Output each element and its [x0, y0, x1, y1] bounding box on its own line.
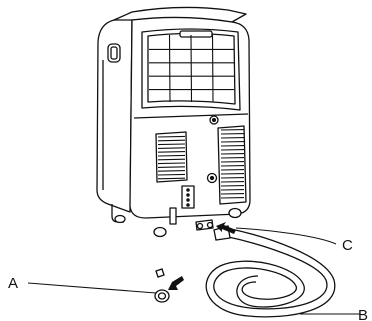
left-filter-slat [158, 155, 185, 156]
plug-removal-arrow [168, 276, 184, 290]
leader-c [236, 228, 336, 244]
connector-dot [187, 199, 189, 201]
leader-a [28, 283, 156, 293]
ac-unit [97, 7, 250, 236]
drain-plug [155, 269, 169, 302]
left-filter-slat [158, 136, 185, 137]
leader-lines [28, 228, 360, 314]
left-filter-slat [158, 152, 185, 153]
connector-dot [187, 189, 189, 191]
left-filter-slat [158, 148, 185, 149]
callout-label-b: B [358, 307, 368, 321]
left-filter-slat [158, 163, 185, 164]
left-filter-slat [158, 140, 185, 141]
left-filter-slat [158, 178, 185, 179]
left-filter-slat [158, 167, 185, 168]
top-handle [180, 31, 212, 37]
upper-grille-vertical [191, 35, 192, 102]
connector-dot [187, 204, 189, 206]
callout-label-a: A [8, 275, 18, 292]
left-filter-slat [158, 159, 185, 160]
left-filter-slat [158, 144, 185, 145]
drain-hose [206, 226, 335, 317]
upper-grille-vertical [213, 35, 214, 102]
left-filter-slat [158, 174, 185, 175]
upper-grille-vertical [170, 35, 171, 102]
connector-dot [187, 194, 189, 196]
left-filter-slat [158, 171, 185, 172]
callout-label-c: C [342, 237, 353, 254]
